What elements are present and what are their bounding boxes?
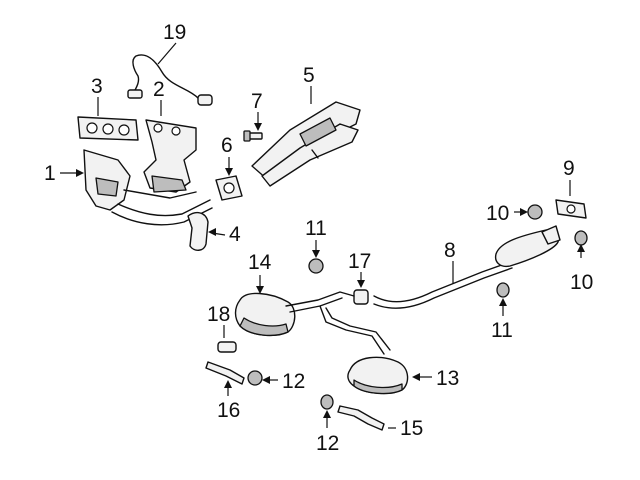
part-15-bracket <box>337 405 396 431</box>
part-12-hanger-a <box>247 370 278 386</box>
part-5-front-pipe <box>251 86 361 187</box>
part-17-clamp <box>353 272 369 305</box>
part-11-hanger-a <box>308 240 324 274</box>
callout-16: 16 <box>217 399 241 422</box>
callout-12a: 12 <box>282 370 306 393</box>
part-8-center-pipe <box>373 225 561 309</box>
callout-18: 18 <box>207 303 231 326</box>
callout-4: 4 <box>229 223 241 246</box>
part-16-bracket <box>205 361 245 396</box>
callout-13: 13 <box>436 367 460 390</box>
callout-11a: 11 <box>305 217 327 240</box>
callout-5: 5 <box>303 64 315 87</box>
part-7-bolt <box>243 112 263 142</box>
part-10-hanger-a <box>514 204 543 220</box>
part-19-oxygen-sensor <box>127 42 213 106</box>
callout-12b: 12 <box>316 432 340 455</box>
callout-15: 15 <box>400 417 424 440</box>
callout-10b: 10 <box>570 271 594 294</box>
callout-3: 3 <box>91 75 103 98</box>
callout-8: 8 <box>444 239 456 262</box>
callout-11b: 11 <box>491 319 513 342</box>
callout-14: 14 <box>248 251 272 274</box>
callout-19: 19 <box>163 21 187 44</box>
part-13-rear-muffler <box>347 356 432 395</box>
callout-1: 1 <box>44 162 56 185</box>
callout-17: 17 <box>348 250 372 273</box>
part-2-exhaust-manifold <box>143 100 197 193</box>
part-1-manifold-converter <box>60 149 213 226</box>
part-4-bracket <box>187 211 226 251</box>
part-11-hanger-b <box>496 282 510 316</box>
callout-6: 6 <box>221 134 233 157</box>
part-9-gasket <box>555 180 587 219</box>
part-3-gasket <box>77 97 139 141</box>
callout-2: 2 <box>153 78 165 101</box>
part-6-flange-gasket <box>215 157 243 201</box>
callout-9: 9 <box>563 157 575 180</box>
part-18-tip <box>217 325 237 353</box>
part-12-hanger-b <box>320 394 334 428</box>
part-14-muffler <box>234 275 391 355</box>
callout-7: 7 <box>251 90 263 113</box>
part-10-hanger-b <box>574 230 588 258</box>
callout-10a: 10 <box>486 202 510 225</box>
